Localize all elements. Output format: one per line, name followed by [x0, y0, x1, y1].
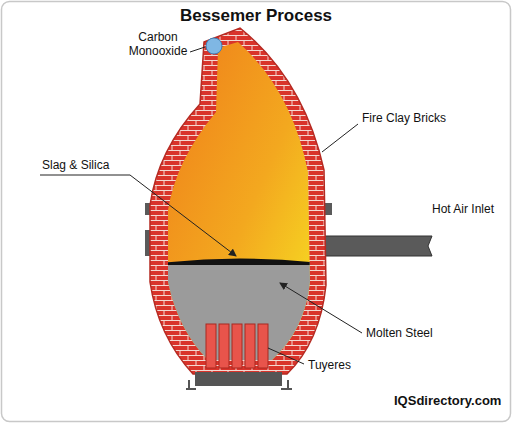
gas-bubble: [206, 38, 222, 54]
part-label: Carbon Monooxide: [122, 30, 194, 58]
base-plate: [195, 372, 282, 386]
leader-line: [40, 175, 236, 256]
molten-steel: [150, 262, 330, 382]
slag-layer: [160, 259, 320, 266]
leader-line: [190, 47, 205, 52]
diagram-title: Bessemer Process: [180, 6, 332, 26]
part-label: Tuyeres: [308, 358, 351, 372]
part-label: Molten Steel: [366, 326, 433, 340]
hot-air-pipe: [318, 236, 432, 256]
leader-line: [322, 124, 358, 152]
part-label: Hot Air Inlet: [432, 202, 494, 216]
part-label: Slag & Silica: [42, 158, 109, 172]
leader-line: [268, 348, 304, 364]
watermark: IQSdirectory.com: [394, 394, 501, 408]
base-feet: [186, 380, 292, 390]
leader-line: [280, 283, 362, 333]
part-label: Fire Clay Bricks: [362, 111, 446, 125]
tuyeres: [206, 324, 268, 368]
